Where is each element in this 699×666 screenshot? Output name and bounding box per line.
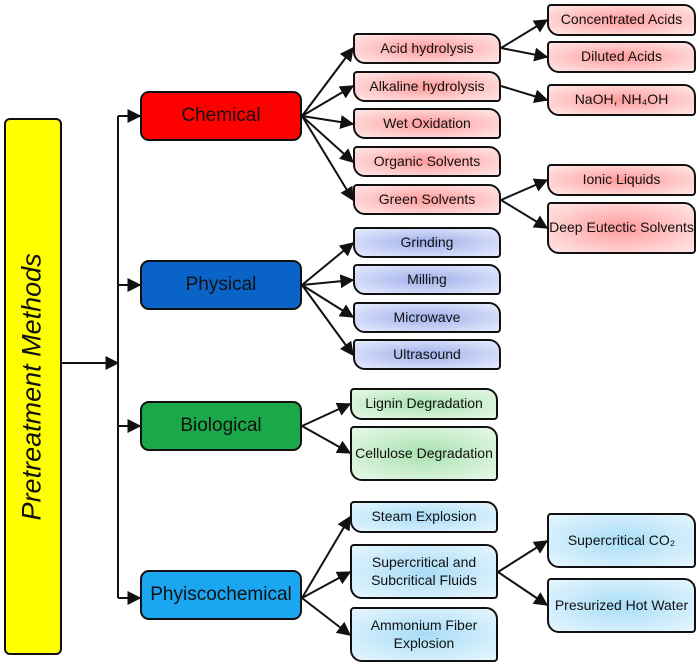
sub-diluted-acids: Diluted Acids	[547, 41, 696, 73]
method-arrow	[301, 571, 352, 599]
sub-arrow	[500, 19, 549, 49]
root-label: Pretreatment Methods	[17, 252, 48, 521]
sub-supercritical-co2: Supercritical CO₂	[547, 513, 696, 568]
method-arrow	[301, 515, 351, 599]
method-supercritical-subcritical-fluids: Supercritical and Subcritical Fluids	[350, 544, 498, 599]
method-arrow	[301, 242, 355, 286]
method-ammonium-fiber-explosion: Ammonium Fiber Explosion	[350, 607, 498, 662]
category-label: Phyiscochemical	[150, 584, 292, 606]
method-arrow	[301, 284, 354, 357]
method-ultrasound: Ultrasound	[353, 339, 501, 370]
sub-naoh-nh4oh: NaOH, NH₄OH	[547, 84, 696, 116]
category-label: Physical	[185, 274, 257, 296]
sub-arrow	[497, 571, 549, 606]
method-wet-oxidation: Wet Oxidation	[353, 108, 501, 139]
method-grinding: Grinding	[353, 227, 501, 258]
category-biological: Biological	[140, 401, 302, 451]
method-organic-solvents: Organic Solvents	[353, 146, 501, 177]
method-arrow	[301, 597, 352, 636]
category-label: Chemical	[181, 105, 261, 127]
category-label: Biological	[180, 415, 262, 437]
method-lignin-degradation: Lignin Degradation	[350, 388, 498, 420]
method-microwave: Microwave	[353, 302, 501, 333]
method-arrow	[301, 115, 355, 163]
category-physicochemical: Phyiscochemical	[140, 570, 302, 620]
method-alkaline-hydrolysis: Alkaline hydrolysis	[353, 71, 501, 102]
method-arrow	[301, 274, 355, 289]
method-arrow	[301, 115, 354, 202]
sub-arrow	[500, 85, 549, 104]
sub-arrow	[500, 178, 549, 201]
method-arrow	[301, 115, 355, 129]
method-cellulose-degradation: Cellulose Degradation	[350, 426, 498, 481]
sub-concentrated-acids: Concentrated Acids	[547, 4, 696, 36]
method-steam-explosion: Steam Explosion	[350, 501, 498, 533]
sub-arrow	[500, 199, 549, 229]
category-chemical: Chemical	[140, 91, 302, 141]
method-arrow	[301, 85, 355, 117]
sub-arrow	[497, 540, 549, 573]
method-arrow	[301, 284, 355, 318]
method-arrow	[301, 46, 354, 117]
sub-presurized-hot-water: Presurized Hot Water	[547, 578, 696, 633]
method-acid-hydrolysis: Acid hydrolysis	[353, 33, 501, 64]
root-node: Pretreatment Methods	[4, 118, 62, 655]
method-arrow	[301, 425, 352, 454]
sub-ionic-liquids: Ionic Liquids	[547, 164, 696, 196]
sub-deep-eutectic-solvents: Deep Eutectic Solvents	[547, 202, 696, 254]
sub-arrow	[500, 47, 549, 62]
method-arrow	[301, 402, 352, 427]
method-green-solvents: Green Solvents	[353, 184, 501, 215]
category-physical: Physical	[140, 260, 302, 310]
method-milling: Milling	[353, 264, 501, 295]
